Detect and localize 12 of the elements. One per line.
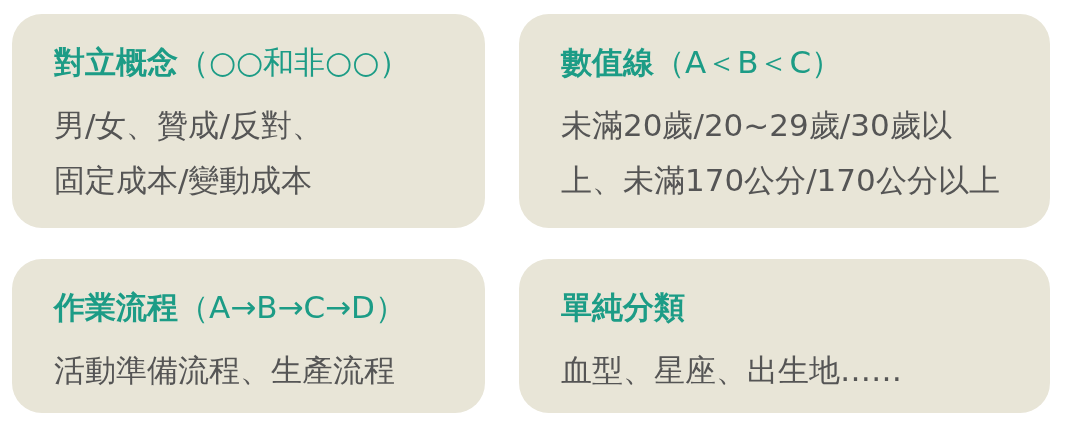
- example-text: 血型、星座、出生地……: [561, 351, 903, 390]
- example-text: 男/女、贊成/反對、固定成本/變動成本: [54, 106, 324, 200]
- card-heading: 作業流程（A→B→C→D）: [54, 288, 407, 327]
- card-heading: 單純分類: [561, 288, 686, 327]
- card-heading: 對立概念（○○和非○○）: [54, 43, 412, 82]
- example-text: 未滿20歲/20~29歲/30歲以上、未滿170公分/170公分以上: [561, 106, 1001, 200]
- category-card: [519, 14, 1050, 228]
- example-text: 活動準備流程、生產流程: [54, 351, 396, 390]
- category-card: [519, 259, 1050, 413]
- category-card: [12, 14, 485, 228]
- category-card: [12, 259, 485, 413]
- card-heading: 數值線（A＜B＜C）: [561, 43, 844, 82]
